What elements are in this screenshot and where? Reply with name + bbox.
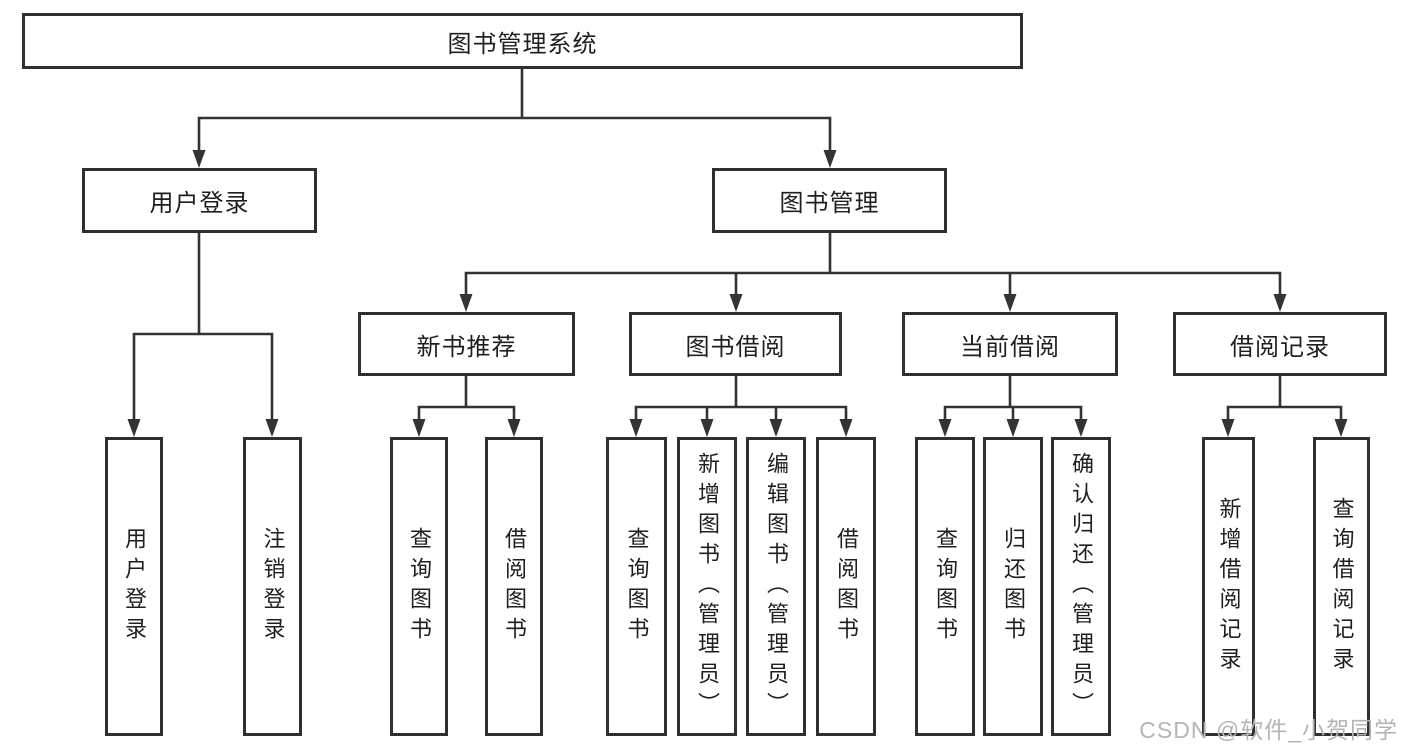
leaf-borrow-books-2: 借阅图书 (816, 437, 876, 736)
leaf-return-books-label: 归还图书 (1001, 526, 1026, 647)
connector-book-borrow-to-leaves (629, 374, 853, 437)
arrowhead-down-icon (127, 419, 279, 437)
csdn-watermark: CSDN @软件_小贺同学 (1139, 717, 1398, 743)
leaf-borrow-books-1-label: 借阅图书 (502, 526, 527, 647)
leaf-query-books-1-label: 查询图书 (407, 526, 432, 647)
connector-new-book-rec-to-leaves (412, 374, 521, 437)
node-book-borrowing-label: 图书借阅 (685, 333, 786, 361)
node-new-book-recommendation-label: 新书推荐 (416, 333, 517, 361)
connector-book-management-to-level3 (459, 231, 1287, 312)
node-borrowing-records-label: 借阅记录 (1230, 333, 1330, 361)
leaf-return-books: 归还图书 (983, 437, 1043, 736)
leaf-edit-books-admin: 编辑图书（管理员） (746, 437, 806, 736)
arrowhead-down-icon (459, 294, 1287, 312)
node-current-borrowing: 当前借阅 (902, 312, 1118, 376)
leaf-query-books-2: 查询图书 (606, 437, 667, 736)
leaf-confirm-return-admin: 确认归还（管理员） (1051, 437, 1111, 736)
connector-borrow-record-to-leaves (1221, 374, 1348, 437)
connector-user-login-to-leaves (127, 231, 279, 437)
leaf-query-borrow-record-label: 查询借阅记录 (1329, 496, 1355, 677)
node-borrowing-records: 借阅记录 (1173, 312, 1387, 376)
leaf-logout-label: 注销登录 (260, 526, 286, 647)
leaf-edit-books-admin-label: 编辑图书（管理员） (764, 451, 789, 722)
leaf-add-borrow-record-label: 新增借阅记录 (1216, 496, 1242, 677)
arrowhead-down-icon (1221, 419, 1348, 437)
arrowhead-down-icon (412, 419, 521, 437)
node-root-label: 图书管理系统 (447, 30, 598, 58)
leaf-add-borrow-record: 新增借阅记录 (1202, 437, 1255, 736)
leaf-logout: 注销登录 (243, 437, 302, 736)
leaf-user-login-label: 用户登录 (122, 526, 147, 647)
node-user-login: 用户登录 (82, 168, 317, 233)
leaf-query-borrow-record: 查询借阅记录 (1313, 437, 1370, 736)
node-book-management-label: 图书管理 (779, 190, 880, 217)
node-root: 图书管理系统 (22, 13, 1023, 69)
leaf-user-login: 用户登录 (105, 437, 163, 736)
leaf-query-books-2-label: 查询图书 (624, 526, 650, 647)
connector-current-borrow-to-leaves (938, 374, 1088, 437)
arrowhead-down-icon (938, 419, 1088, 437)
node-book-borrowing: 图书借阅 (629, 312, 842, 376)
leaf-query-books-1: 查询图书 (390, 437, 448, 736)
arrowhead-down-icon (629, 419, 853, 437)
node-book-management: 图书管理 (712, 168, 947, 233)
node-user-login-label: 用户登录 (149, 190, 250, 217)
node-current-borrowing-label: 当前借阅 (960, 333, 1060, 361)
leaf-borrow-books-1: 借阅图书 (485, 437, 543, 736)
connector-root-to-level2 (192, 67, 837, 168)
leaf-add-books-admin: 新增图书（管理员） (677, 437, 737, 736)
leaf-query-books-3-label: 查询图书 (933, 526, 958, 647)
arrowhead-down-icon (192, 150, 837, 168)
leaf-query-books-3: 查询图书 (915, 437, 975, 736)
node-new-book-recommendation: 新书推荐 (358, 312, 575, 376)
leaf-add-books-admin-label: 新增图书（管理员） (695, 451, 720, 722)
leaf-confirm-return-admin-label: 确认归还（管理员） (1069, 451, 1094, 722)
leaf-borrow-books-2-label: 借阅图书 (834, 526, 859, 647)
